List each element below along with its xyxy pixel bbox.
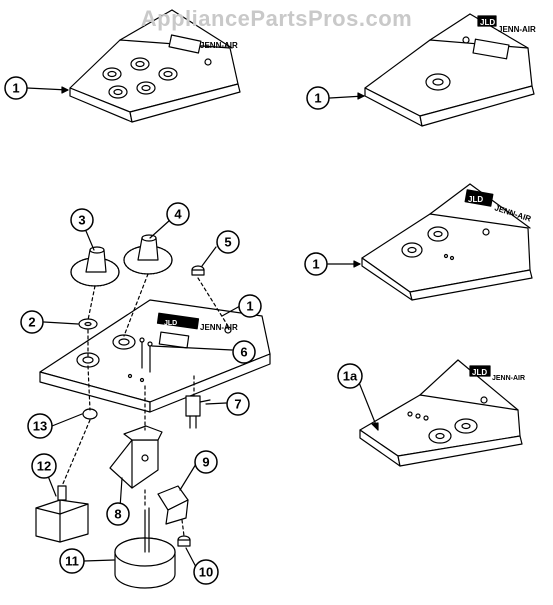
callout-label: 9 — [202, 455, 209, 470]
callout-c9: 9 — [194, 450, 218, 474]
callout-c1b: 1 — [306, 86, 330, 110]
callout-c1d: 1 — [238, 294, 262, 318]
callout-label: 12 — [37, 459, 51, 474]
callout-circle — [232, 340, 256, 364]
bracket-8 — [109, 425, 163, 489]
callout-c4: 4 — [166, 202, 190, 226]
callout-circle — [166, 202, 190, 226]
brand-label: JENN-AIR — [492, 375, 525, 382]
brand-label: JENN-AIR — [200, 323, 238, 332]
control-panel-1a: JLD JENN-AIR — [359, 359, 525, 467]
callout-circle — [59, 548, 85, 574]
callout-circle — [194, 450, 218, 474]
callout-label: 1 — [246, 299, 253, 314]
callout-c1e: 1a — [337, 363, 363, 389]
callout-label: 1 — [312, 257, 319, 272]
callout-c6: 6 — [232, 340, 256, 364]
callout-label: 13 — [33, 419, 47, 434]
callout-circle — [216, 230, 240, 254]
callout-c2: 2 — [20, 310, 44, 334]
callout-label: 5 — [224, 235, 231, 250]
callout-c1a: 1 — [4, 76, 28, 100]
callout-label: 1a — [343, 369, 358, 384]
control-panel-five-knobs: JENN-AIR — [69, 9, 241, 123]
infinite-switch-12 — [35, 485, 89, 543]
callout-circle — [337, 363, 363, 389]
callout-label: 3 — [78, 213, 85, 228]
cap-5 — [191, 265, 205, 276]
guide-lines — [61, 273, 229, 537]
washer-10 — [177, 535, 191, 547]
callout-label: 8 — [114, 507, 121, 522]
callout-circle — [306, 86, 330, 110]
washer-2 — [78, 318, 98, 330]
screws-6 — [139, 337, 153, 373]
brand-badge: JLD — [480, 18, 495, 27]
callout-label: 2 — [28, 315, 35, 330]
control-panel-single-knob: JLD JENN-AIR — [364, 13, 536, 127]
callout-label: 6 — [240, 345, 247, 360]
brand-label: JENN-AIR — [498, 25, 536, 34]
callout-circle — [304, 252, 328, 276]
callout-c3: 3 — [70, 208, 94, 232]
callout-c11: 11 — [59, 548, 85, 574]
callout-c10: 10 — [193, 559, 219, 585]
watermark-text: AppliancePartsPros.com — [140, 6, 413, 31]
control-panel-two-knobs: JLD JENN-AIR — [361, 183, 533, 301]
callout-c7: 7 — [226, 392, 250, 416]
callout-label: 11 — [65, 554, 79, 569]
callout-circle — [27, 413, 53, 439]
callout-c1c: 1 — [304, 252, 328, 276]
callout-label: 1 — [12, 81, 19, 96]
switch-9 — [157, 485, 189, 525]
brand-badge: JLD — [468, 195, 483, 204]
switch-7 — [185, 395, 211, 429]
callout-label: 7 — [234, 397, 241, 412]
callout-label: 1 — [314, 91, 321, 106]
callout-circle — [20, 310, 44, 334]
brand-label: JENN-AIR — [200, 41, 238, 50]
callout-label: 4 — [174, 207, 182, 222]
exploded-panel: JLD JENN-AIR — [39, 299, 271, 413]
knob-4 — [123, 234, 173, 275]
callout-c8: 8 — [106, 502, 130, 526]
knob-3 — [70, 246, 120, 287]
brand-badge: JLD — [164, 320, 177, 327]
callout-c12: 12 — [31, 453, 57, 479]
callout-c5: 5 — [216, 230, 240, 254]
leader-lines — [26, 86, 379, 568]
brand-label: JENN-AIR — [493, 203, 532, 223]
callout-label: 10 — [199, 565, 213, 580]
callout-circle — [70, 208, 94, 232]
callout-circle — [193, 559, 219, 585]
callout-c13: 13 — [27, 413, 53, 439]
callout-circle — [4, 76, 28, 100]
callout-circle — [238, 294, 262, 318]
motor-11 — [114, 507, 176, 589]
callout-circle — [31, 453, 57, 479]
callout-circle — [226, 392, 250, 416]
callout-circle — [106, 502, 130, 526]
brand-badge: JLD — [472, 368, 487, 377]
